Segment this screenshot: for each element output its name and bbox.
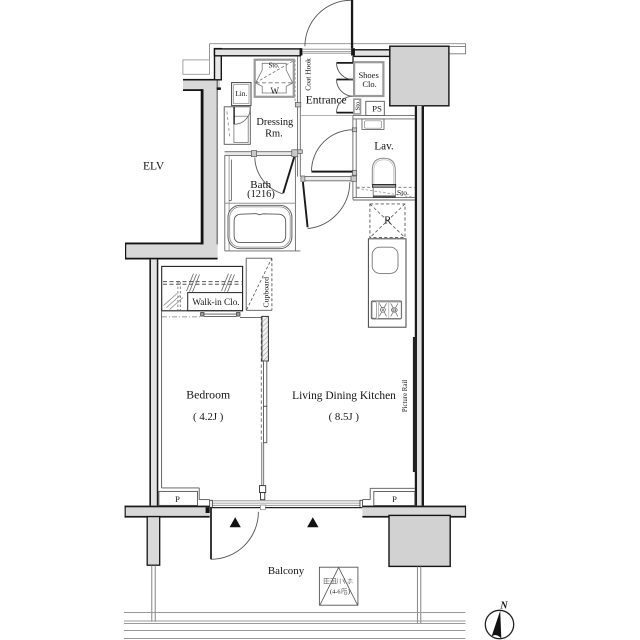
svg-text:Shoes: Shoes [358,70,378,80]
svg-text:Sto.: Sto. [397,188,409,197]
svg-text:Coat Hook: Coat Hook [304,58,313,91]
svg-text:Balcony: Balcony [268,565,305,577]
svg-text:PS: PS [372,104,382,114]
svg-text:W: W [271,86,280,96]
svg-text:N: N [499,601,508,612]
svg-text:): ) [348,589,350,596]
svg-text:Rm.: Rm. [265,129,283,140]
svg-text:Living Dining Kitchen: Living Dining Kitchen [292,390,396,402]
svg-text:Lin.: Lin. [235,89,247,98]
svg-text:Clo.: Clo. [362,79,376,89]
svg-text:Walk-in Clo.: Walk-in Clo. [192,297,239,307]
svg-text:Lav.: Lav. [374,141,394,153]
svg-text:(1216): (1216) [247,189,275,200]
svg-text:Sto.: Sto. [268,62,279,70]
svg-text:Bath: Bath [250,179,271,191]
svg-text:Picture Rail: Picture Rail [402,380,409,412]
svg-text:Cupboard: Cupboard [262,277,271,308]
svg-text:( 8.5J ): ( 8.5J ) [329,411,360,423]
svg-text:Entrance: Entrance [306,95,347,107]
svg-text:P: P [175,494,180,504]
svg-text:R: R [384,216,391,227]
svg-text:Sto.: Sto. [354,100,361,111]
svg-text:Dressing: Dressing [256,117,293,128]
svg-text:(4-6: (4-6 [330,589,341,596]
svg-text:( 4.2J ): ( 4.2J ) [193,411,224,423]
svg-text:P: P [392,494,397,504]
svg-text:Bedroom: Bedroom [186,388,230,402]
svg-text:ELV: ELV [143,161,165,173]
